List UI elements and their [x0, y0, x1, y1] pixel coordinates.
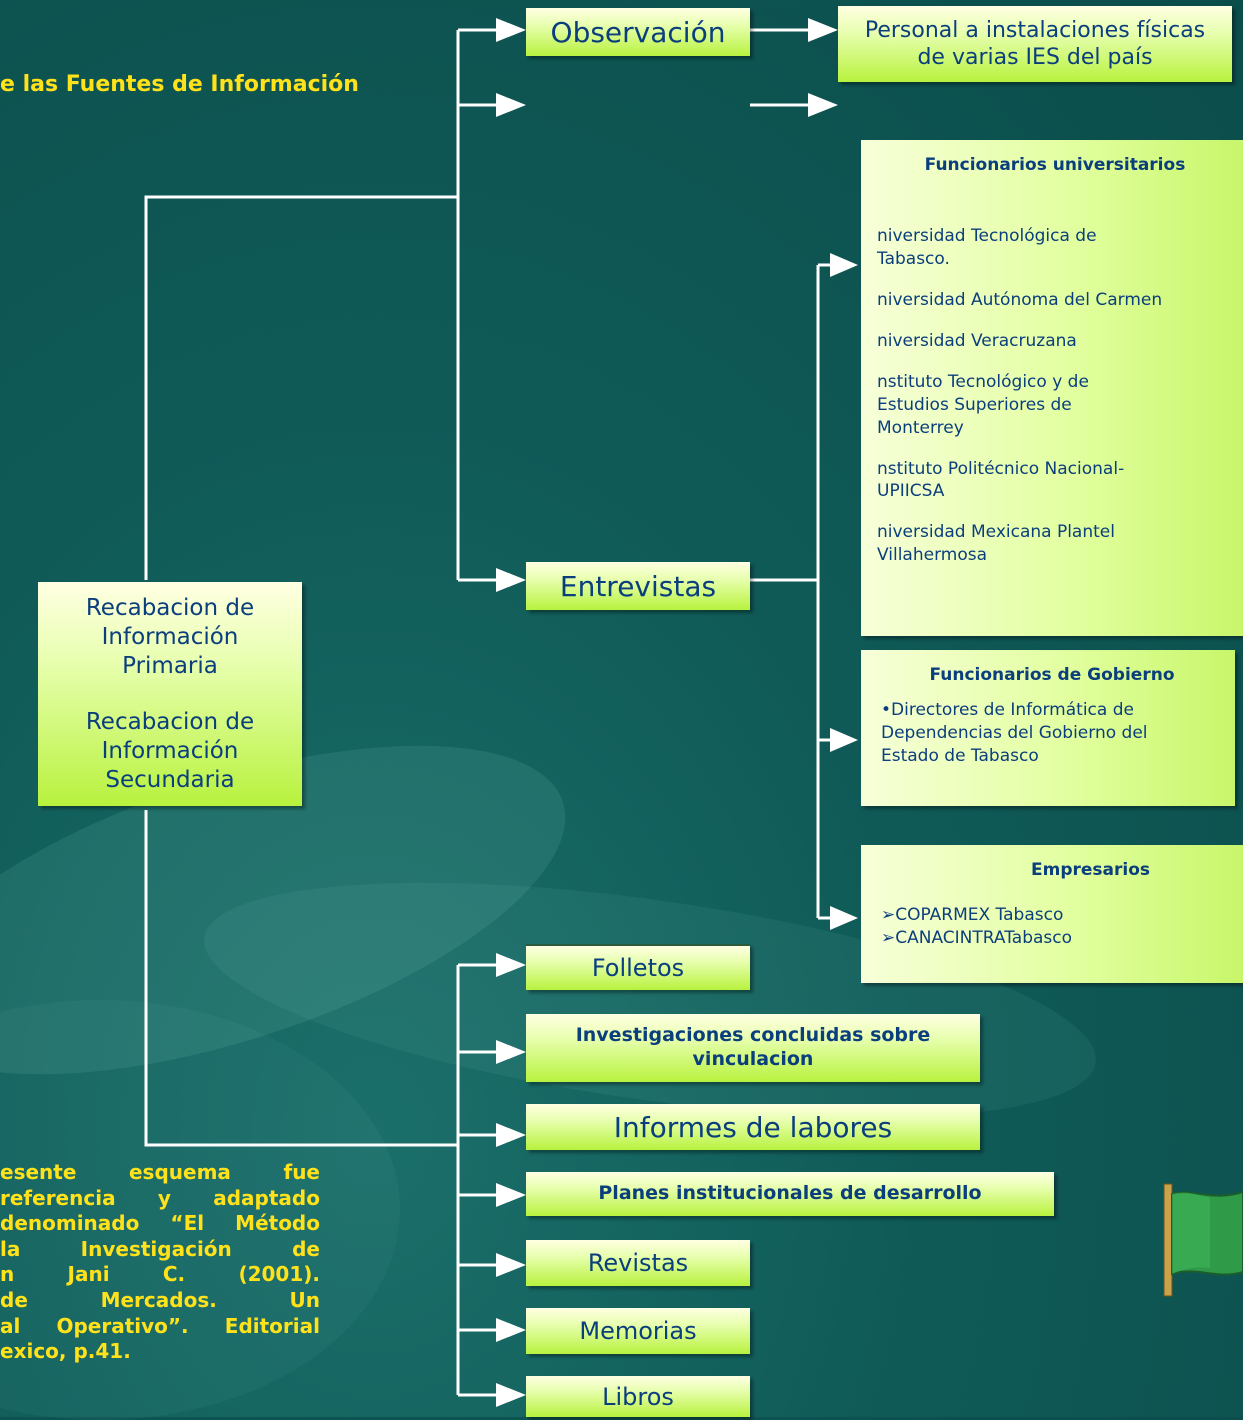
- list-item: niversidad Veracruzana: [877, 330, 1077, 351]
- investigaciones-box: Investigaciones concluidas sobre vincula…: [526, 1014, 980, 1082]
- revistas-box: Revistas: [526, 1240, 750, 1286]
- universitarios-panel: Funcionarios universitarios niversidad T…: [861, 140, 1243, 636]
- source-box: Recabacion de Información Primaria Recab…: [38, 582, 302, 806]
- page-title: e las Fuentes de Información: [0, 72, 359, 97]
- list-item: niversidad Mexicana Plantel Villahermosa: [877, 522, 1115, 566]
- memorias-box: Memorias: [526, 1308, 750, 1354]
- empresarios-heading: Empresarios: [1031, 860, 1151, 880]
- list-item: ➢CANACINTRATabasco: [881, 927, 1073, 948]
- informes-box: Informes de labores: [526, 1104, 980, 1150]
- gobierno-panel: Funcionarios de Gobierno •Directores de …: [861, 650, 1235, 806]
- green-flag-icon: [1163, 1183, 1243, 1297]
- observation-target-box: Personal a instalaciones físicas de vari…: [838, 6, 1232, 82]
- list-item: •Directores de Informática de Dependenci…: [881, 699, 1148, 766]
- list-item: niversidad Tecnológica de Tabasco.: [877, 225, 1097, 269]
- list-item: nstituto Tecnológico y de Estudios Super…: [877, 371, 1089, 438]
- list-item: nstituto Politécnico Nacional- UPIICSA: [877, 458, 1125, 502]
- entrevistas-box: Entrevistas: [526, 562, 750, 610]
- observacion-box: Observación: [526, 8, 750, 56]
- folletos-box: Folletos: [526, 944, 750, 990]
- empresarios-panel: Empresarios ➢COPARMEX Tabasco ➢CANACINTR…: [861, 845, 1243, 983]
- source-note: esente esquema fue referencia y adaptado…: [0, 1160, 320, 1364]
- universitarios-heading: Funcionarios universitarios: [924, 155, 1186, 175]
- secondary-source-label: Recabacion de Información Secundaria: [85, 709, 255, 793]
- gobierno-heading: Funcionarios de Gobierno: [929, 665, 1175, 685]
- planes-box: Planes institucionales de desarrollo: [526, 1172, 1054, 1216]
- list-item: ➢COPARMEX Tabasco: [881, 904, 1064, 925]
- list-item: niversidad Autónoma del Carmen: [877, 289, 1163, 310]
- primary-source-label: Recabacion de Información Primaria: [85, 595, 255, 679]
- libros-box: Libros: [526, 1376, 750, 1417]
